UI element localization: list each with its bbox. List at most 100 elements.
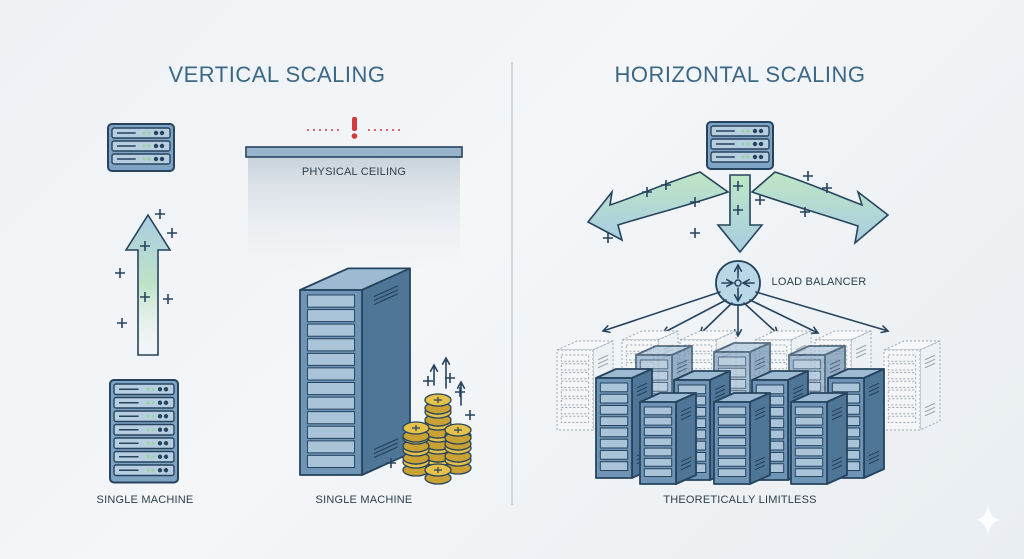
- server-rack: [713, 392, 771, 485]
- status-led-icon: [151, 455, 155, 459]
- vent-line: [676, 367, 688, 374]
- status-led-icon: [146, 401, 150, 405]
- status-led-icon: [153, 130, 159, 136]
- vent-line: [680, 410, 692, 417]
- rack-slot: [831, 382, 861, 393]
- rack-slot: [306, 309, 356, 323]
- rack-slot: [306, 454, 356, 468]
- plus-icon: [603, 233, 613, 243]
- rack-side: [749, 392, 771, 485]
- rack-slot: [625, 344, 655, 352]
- scale-out-arrow-left: [586, 171, 730, 242]
- server-unit: [710, 125, 770, 137]
- rack-slot: [794, 468, 824, 478]
- status-led-icon: [157, 387, 163, 392]
- rack-slot: [599, 450, 629, 460]
- rack-slot: [717, 427, 747, 436]
- vent-line: [924, 358, 936, 365]
- rack-slot: [599, 438, 629, 449]
- vent-line: [754, 410, 766, 417]
- plus-icon: [822, 183, 832, 193]
- server-rack: [790, 392, 848, 485]
- plus-icon: [163, 294, 173, 304]
- rack-slot: [643, 468, 673, 478]
- status-led-icon: [157, 468, 163, 473]
- rack-slot: [643, 457, 673, 467]
- load-balancer-label: LOAD BALANCER: [771, 276, 867, 288]
- distribution-arrow: [601, 291, 721, 334]
- status-led-icon: [163, 468, 169, 473]
- server-unit: [113, 396, 175, 409]
- server-unit: [111, 153, 171, 165]
- status-led-icon: [752, 154, 758, 160]
- vent-line: [831, 464, 843, 471]
- vent-line: [831, 460, 843, 467]
- status-led-icon: [758, 128, 764, 134]
- vent-line: [868, 458, 880, 465]
- vent-line: [636, 390, 648, 397]
- vent-line: [829, 367, 841, 374]
- vent-line: [373, 289, 399, 302]
- vent-line: [714, 384, 726, 391]
- vent-line: [676, 363, 688, 370]
- sparkle-icon: [976, 505, 1000, 535]
- rack-slot: [717, 416, 747, 426]
- vent-line: [373, 293, 399, 306]
- single-machine-label-right: SINGLE MACHINE: [315, 494, 413, 506]
- vent-line: [924, 406, 936, 413]
- vent-line: [636, 382, 648, 389]
- vent-line: [680, 460, 692, 467]
- server-unit: [113, 423, 175, 436]
- status-led-icon: [163, 454, 169, 459]
- status-led-icon: [157, 414, 163, 419]
- status-led-icon: [151, 468, 155, 472]
- vent-line: [831, 414, 843, 421]
- server-unit: [113, 410, 175, 423]
- vent-line: [597, 358, 609, 365]
- status-led-icon: [741, 155, 745, 159]
- upgrade-arrow-icon: [124, 213, 172, 356]
- vent-line: [829, 363, 841, 370]
- plus-icon: [167, 228, 177, 238]
- status-led-icon: [163, 400, 169, 405]
- vent-line: [855, 348, 867, 355]
- server-rack: [595, 368, 653, 479]
- physical-ceiling-label: PHYSICAL CEILING: [301, 166, 407, 178]
- status-led-icon: [746, 155, 750, 159]
- vent-line: [636, 386, 648, 393]
- vent-line: [924, 362, 936, 369]
- rack-slot: [306, 294, 356, 308]
- plus-icon: [803, 171, 813, 181]
- status-led-icon: [163, 427, 169, 432]
- vent-line: [676, 359, 688, 366]
- server-unit: [710, 138, 770, 150]
- rack-slot: [887, 363, 917, 371]
- status-led-icon: [741, 129, 745, 133]
- plus-icon: [117, 318, 127, 328]
- status-led-icon: [163, 414, 169, 419]
- plus-icon: [140, 292, 150, 302]
- rack-slot: [599, 405, 629, 415]
- small-server-icon: [107, 123, 175, 172]
- plus-icon: [140, 241, 150, 251]
- horizontal-scaling-title: HORIZONTAL SCALING: [614, 62, 866, 87]
- status-led-icon: [741, 142, 745, 146]
- rack-slot: [794, 406, 824, 416]
- status-led-icon: [157, 441, 163, 446]
- rack-slot: [306, 411, 356, 425]
- rack-slot: [887, 372, 917, 380]
- status-led-icon: [157, 427, 163, 432]
- status-led-icon: [147, 131, 151, 135]
- big-server-rack: [299, 267, 411, 476]
- rack-slot: [306, 352, 356, 366]
- rack-slot: [306, 425, 356, 439]
- plus-icon: [386, 458, 396, 468]
- vent-line: [831, 410, 843, 417]
- rack-slot: [599, 416, 629, 426]
- vent-line: [831, 406, 843, 413]
- rack-slot: [794, 457, 824, 467]
- server-unit: [710, 151, 770, 163]
- vent-line: [754, 406, 766, 413]
- status-led-icon: [147, 157, 151, 161]
- plus-icon: [800, 207, 810, 217]
